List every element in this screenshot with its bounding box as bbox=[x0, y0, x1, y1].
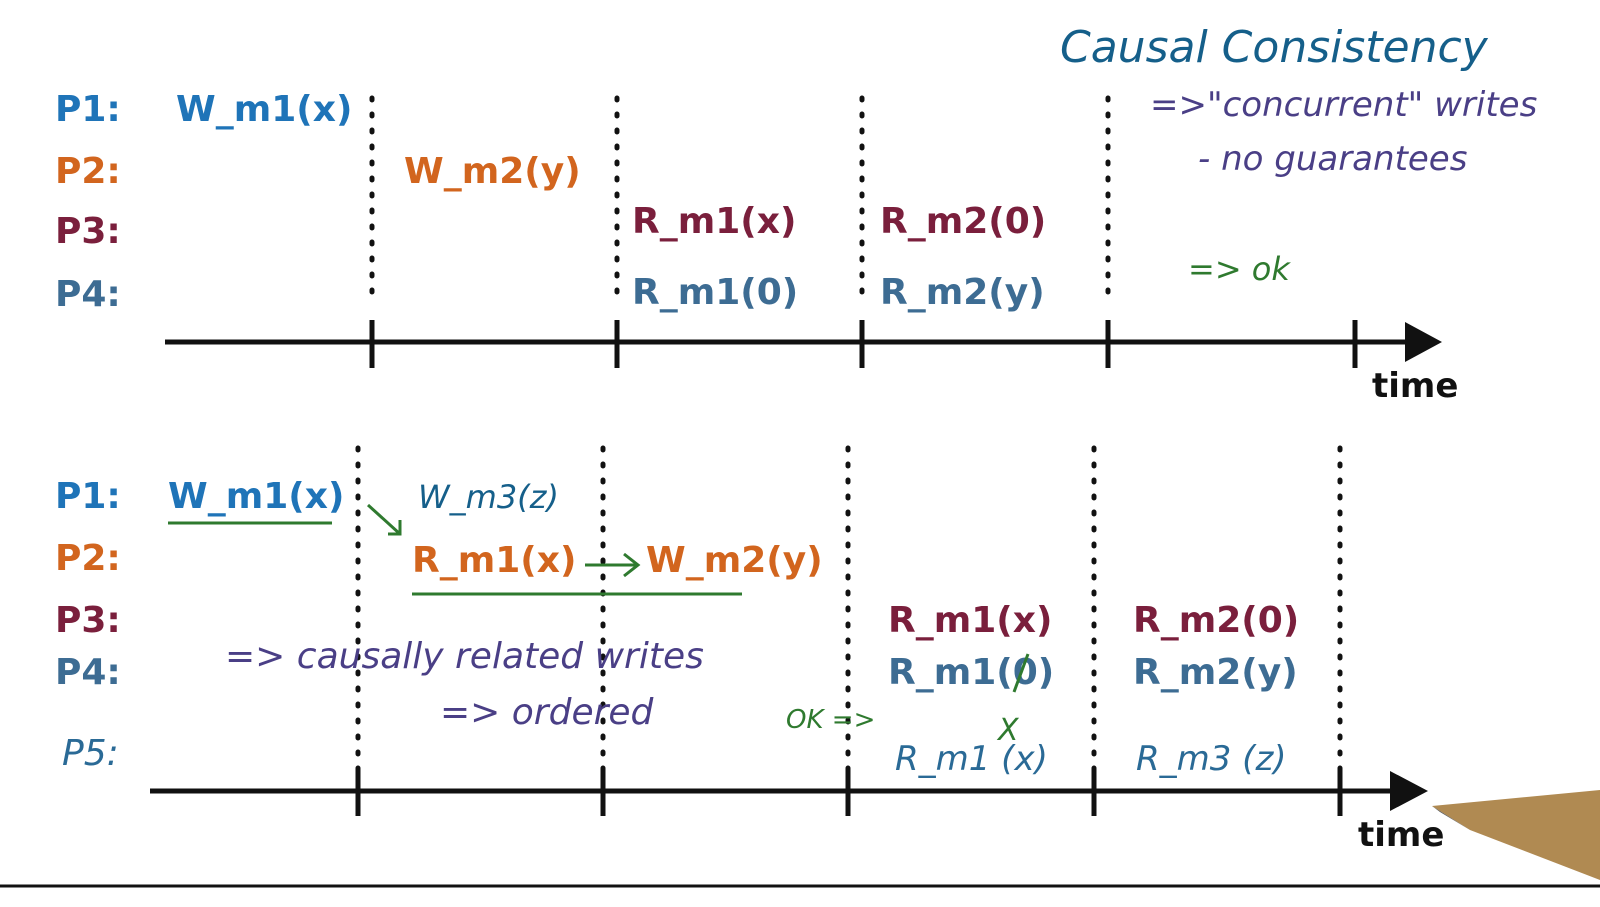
note-causal-writes: => causally related writes bbox=[225, 636, 704, 677]
bottom-time-label: time bbox=[1358, 815, 1444, 855]
bottom-label-p4: P4: bbox=[55, 652, 121, 693]
pen-illustration bbox=[1432, 790, 1600, 880]
top-label-p3: P3: bbox=[55, 211, 121, 252]
note-ordered: => ordered bbox=[440, 692, 655, 733]
bottom-axis-arrowhead bbox=[1390, 771, 1428, 811]
bottom-p5-read-2: R_m3 (z) bbox=[1136, 739, 1287, 779]
top-p2-write: W_m2(y) bbox=[404, 151, 581, 192]
bottom-p2-write: W_m2(y) bbox=[646, 540, 823, 581]
bottom-p1-write: W_m1(x) bbox=[168, 476, 344, 517]
bottom-label-p2: P2: bbox=[55, 538, 121, 579]
top-time-label: time bbox=[1372, 366, 1458, 406]
strike-mark bbox=[1012, 653, 1030, 693]
bottom-p5-read-1: R_m1 (x) bbox=[895, 739, 1048, 779]
note-bottom-ok: OK => bbox=[786, 705, 875, 735]
note-no-guarantees: - no guarantees bbox=[1198, 139, 1467, 179]
top-axis-arrowhead bbox=[1405, 322, 1442, 362]
bottom-label-p3: P3: bbox=[55, 600, 121, 641]
bottom-label-p5: P5: bbox=[62, 733, 119, 774]
top-p1-write: W_m1(x) bbox=[176, 89, 352, 130]
slide-title: Causal Consistency bbox=[1060, 22, 1489, 73]
top-dividers bbox=[369, 95, 1111, 303]
causal-arrow-1 bbox=[366, 503, 402, 536]
note-concurrent-writes: =>"concurrent" writes bbox=[1150, 85, 1537, 125]
bottom-p4-read-2: R_m2(y) bbox=[1133, 652, 1298, 693]
bottom-p4-read-1: R_m1(0) bbox=[888, 652, 1054, 693]
bottom-dividers bbox=[355, 445, 1343, 773]
note-top-ok: => ok bbox=[1188, 250, 1291, 288]
top-p3-read-1: R_m1(x) bbox=[632, 201, 796, 242]
top-label-p1: P1: bbox=[55, 89, 121, 130]
pen-tip bbox=[1432, 806, 1470, 830]
causal-arrow-2-head bbox=[623, 552, 641, 578]
bottom-diagram: time P1: P2: P3: P4: P5: W_m1(x) W_m3(z)… bbox=[55, 445, 1444, 855]
bottom-ticks bbox=[355, 768, 1343, 816]
pen-body bbox=[1432, 790, 1600, 880]
top-ticks bbox=[369, 320, 1358, 368]
bottom-p3-read-2: R_m2(0) bbox=[1133, 600, 1299, 641]
top-p3-read-2: R_m2(0) bbox=[880, 201, 1046, 242]
bottom-p1-write-m3: W_m3(z) bbox=[418, 478, 559, 516]
causal-arrow-1-head bbox=[388, 520, 402, 536]
top-p4-read-1: R_m1(0) bbox=[632, 272, 798, 313]
top-p4-read-2: R_m2(y) bbox=[880, 272, 1045, 313]
top-diagram: time P1: P2: P3: P4: W_m1(x) W_m2(y) R_m… bbox=[55, 85, 1537, 406]
top-label-p2: P2: bbox=[55, 151, 121, 192]
bottom-p2-read: R_m1(x) bbox=[412, 540, 576, 581]
bottom-label-p1: P1: bbox=[55, 476, 121, 517]
top-label-p4: P4: bbox=[55, 274, 121, 315]
cross-mark: X bbox=[996, 713, 1020, 748]
bottom-p3-read-1: R_m1(x) bbox=[888, 600, 1052, 641]
